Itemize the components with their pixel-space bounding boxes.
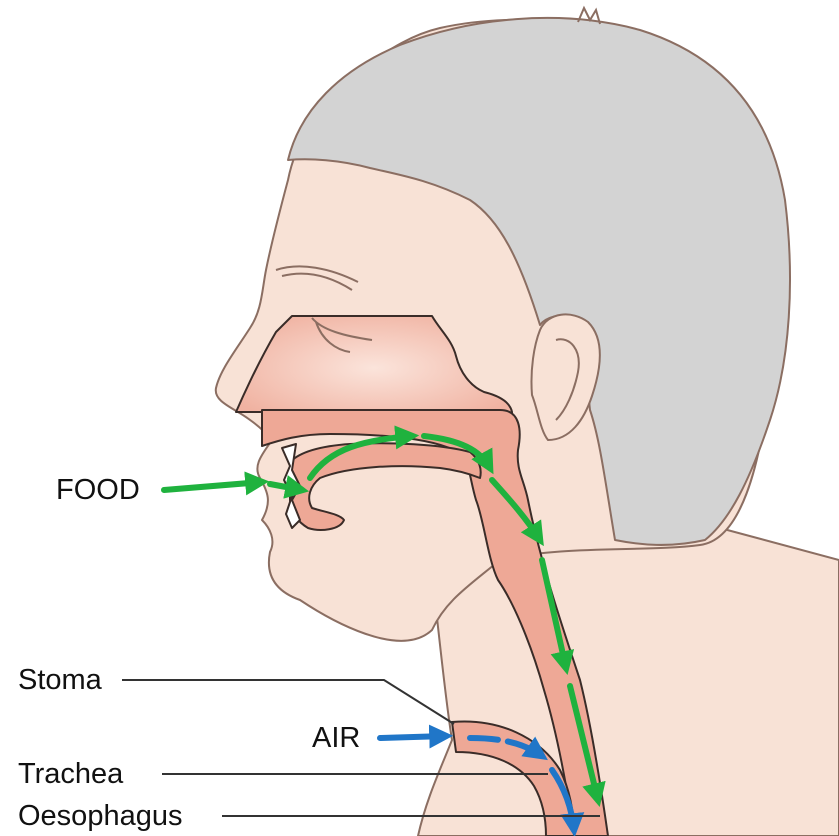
stoma-label: Stoma [18, 666, 102, 695]
oesophagus-label: Oesophagus [18, 802, 182, 831]
air-entry-arrow [380, 736, 446, 738]
food-entry-arrow [164, 482, 262, 490]
air-label: AIR [312, 724, 360, 753]
food-label: FOOD [56, 476, 140, 505]
trachea-label: Trachea [18, 760, 123, 789]
stoma-leader [122, 680, 454, 724]
